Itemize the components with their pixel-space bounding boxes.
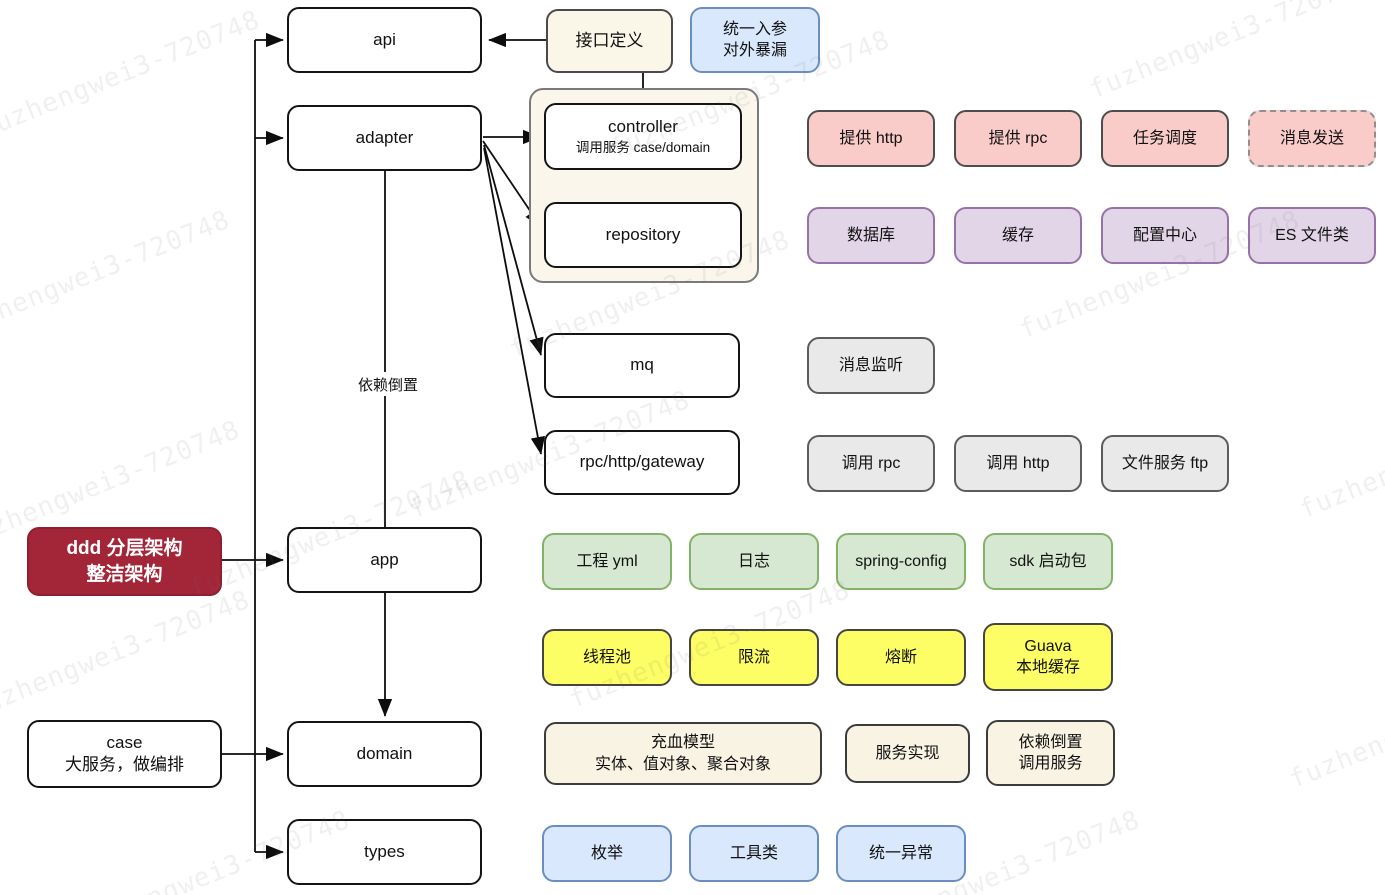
tag-config-center: 配置中心 <box>1101 207 1229 264</box>
mq-label: mq <box>630 355 654 375</box>
layer-domain-label: domain <box>356 743 413 763</box>
title-line1: ddd 分层架构 <box>66 538 183 560</box>
tag-call-rpc: 调用 rpc <box>807 435 935 492</box>
tag-utils: 工具类 <box>689 825 819 882</box>
controller-label: controller <box>608 116 678 136</box>
tag-guava-local-cache: Guava 本地缓存 <box>983 623 1113 691</box>
tag-cache: 缓存 <box>954 207 1082 264</box>
tag-enum: 枚举 <box>542 825 672 882</box>
title-line2: 整洁架构 <box>86 563 163 585</box>
tag-label: 限流 <box>737 648 770 666</box>
case-line1: case <box>106 732 143 752</box>
interface-definition-label: 接口定义 <box>575 30 644 50</box>
layer-app-label: app <box>370 549 399 569</box>
unified-params-line1: 统一入参 <box>722 20 787 38</box>
repository-label: repository <box>605 224 681 244</box>
title-ddd-architecture: ddd 分层架构 整洁架构 <box>27 527 222 596</box>
tag-label: ES 文件类 <box>1275 226 1349 244</box>
tag-circuit-break: 熔断 <box>836 629 966 686</box>
tag-call-http: 调用 http <box>954 435 1082 492</box>
tag-message-send: 消息发送 <box>1248 110 1376 167</box>
node-mq: mq <box>544 333 740 398</box>
gateway-label: rpc/http/gateway <box>579 452 705 472</box>
tag-label: 工程 yml <box>576 552 638 570</box>
tag-label-line2: 调用服务 <box>1018 755 1083 772</box>
case-line2: 大服务，做编排 <box>65 755 184 774</box>
tag-label: 统一异常 <box>868 844 933 862</box>
tag-file-service-ftp: 文件服务 ftp <box>1101 435 1229 492</box>
tag-label-line2: 实体、值对象、聚合对象 <box>594 755 771 773</box>
tag-label: 服务实现 <box>875 744 940 762</box>
node-interface-definition: 接口定义 <box>546 9 673 73</box>
tag-label: 消息监听 <box>838 356 903 374</box>
node-unified-params: 统一入参 对外暴漏 <box>690 7 820 73</box>
node-gateway: rpc/http/gateway <box>544 430 740 495</box>
tag-label: 枚举 <box>590 844 623 862</box>
tag-label: 任务调度 <box>1132 129 1197 147</box>
tag-service-impl: 服务实现 <box>845 724 970 783</box>
tag-rate-limit: 限流 <box>689 629 819 686</box>
tag-label: spring-config <box>855 552 947 570</box>
tag-label-line2: 本地缓存 <box>1015 659 1080 676</box>
dependency-inversion-text: 依赖倒置 <box>357 376 418 394</box>
edge-label-dependency-inversion: 依赖倒置 <box>346 372 430 396</box>
layer-api-label: api <box>373 29 396 49</box>
tag-label-line1: 依赖倒置 <box>1018 733 1083 751</box>
tag-provide-http: 提供 http <box>807 110 935 167</box>
tag-label: 线程池 <box>582 648 631 666</box>
tag-project-yml: 工程 yml <box>542 533 672 590</box>
tag-label-line1: Guava <box>1024 637 1072 655</box>
tag-label: 提供 http <box>839 129 903 147</box>
layer-app: app <box>287 527 482 593</box>
tag-label: 日志 <box>737 552 770 570</box>
tag-provide-rpc: 提供 rpc <box>954 110 1082 167</box>
tag-database: 数据库 <box>807 207 935 264</box>
node-case: case 大服务，做编排 <box>27 720 222 788</box>
layer-types: types <box>287 819 482 885</box>
layer-types-label: types <box>364 841 405 861</box>
tag-sdk-starter: sdk 启动包 <box>983 533 1113 590</box>
layer-api: api <box>287 7 482 73</box>
tag-label: 文件服务 ftp <box>1121 454 1209 472</box>
tag-thread-pool: 线程池 <box>542 629 672 686</box>
tag-task-scheduling: 任务调度 <box>1101 110 1229 167</box>
tag-label: 调用 rpc <box>841 454 901 472</box>
tag-label: 熔断 <box>884 648 917 666</box>
tag-rich-model: 充血模型 实体、值对象、聚合对象 <box>544 722 822 785</box>
layer-adapter: adapter <box>287 105 482 171</box>
tag-dependency-inversion-call: 依赖倒置 调用服务 <box>986 720 1115 786</box>
unified-params-line2: 对外暴漏 <box>722 42 787 59</box>
node-repository: repository <box>544 202 742 268</box>
node-controller: controller 调用服务 case/domain <box>544 103 742 170</box>
tag-message-listen: 消息监听 <box>807 337 935 394</box>
tag-label: 配置中心 <box>1132 226 1197 244</box>
tag-label: sdk 启动包 <box>1009 552 1087 570</box>
tag-es-files: ES 文件类 <box>1248 207 1376 264</box>
tag-label: 调用 http <box>986 454 1050 472</box>
tag-unified-exception: 统一异常 <box>836 825 966 882</box>
layer-adapter-label: adapter <box>355 127 414 147</box>
tag-label: 工具类 <box>729 844 778 862</box>
layer-domain: domain <box>287 721 482 787</box>
tag-label: 提供 rpc <box>988 129 1048 147</box>
tag-label: 缓存 <box>1001 226 1034 244</box>
tag-label-line1: 充血模型 <box>650 734 715 752</box>
controller-sublabel: 调用服务 case/domain <box>575 140 711 156</box>
tag-spring-config: spring-config <box>836 533 966 590</box>
tag-logging: 日志 <box>689 533 819 590</box>
tag-label: 数据库 <box>846 226 895 244</box>
tag-label: 消息发送 <box>1279 129 1344 147</box>
